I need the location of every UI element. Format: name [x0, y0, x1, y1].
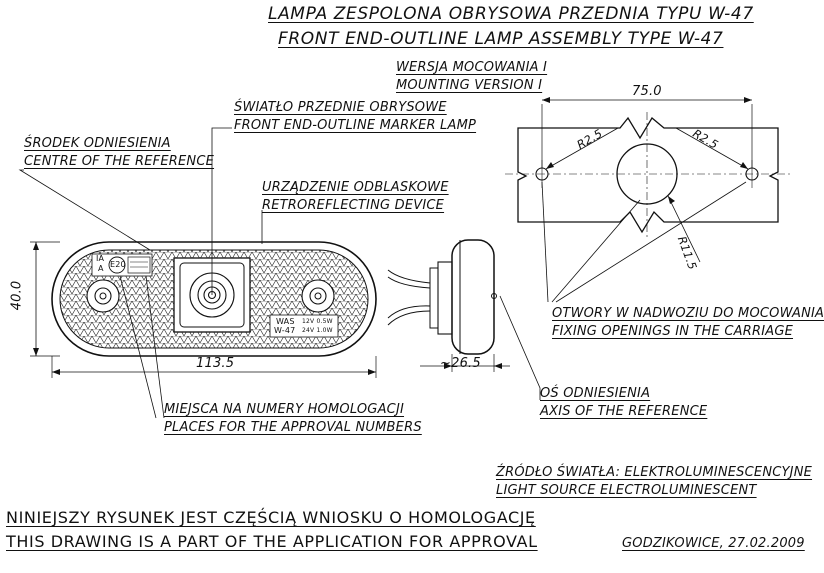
dim-width: 113.5	[196, 356, 235, 371]
lamp-side-view	[387, 239, 510, 372]
reference-axis-en: AXIS OF THE REFERENCE	[540, 404, 708, 419]
approval-places-en: PLACES FOR THE APPROVAL NUMBERS	[164, 420, 422, 435]
light-source-pl: ŹRÓDŁO ŚWIATŁA: ELEKTROLUMINESCENCYJNE	[496, 465, 813, 480]
statement-en: THIS DRAWING IS A PART OF THE APPLICATIO…	[6, 532, 538, 551]
dim-depth: ~26.5	[440, 356, 481, 371]
rating-24v: 24V 1.0W	[302, 327, 333, 334]
retroreflector-pl: URZĄDZENIE ODBLASKOWE	[262, 180, 449, 195]
title-pl: LAMPA ZESPOLONA OBRYSOWA PRZEDNIA TYPU W…	[268, 4, 754, 24]
marker-lamp-pl: ŚWIATŁO PRZEDNIE OBRYSOWE	[234, 100, 447, 115]
mark-e20: E20	[110, 260, 126, 269]
light-source-en: LIGHT SOURCE ELECTROLUMINESCENT	[496, 483, 757, 498]
mounting-plate	[505, 97, 790, 263]
reference-centre-pl: ŚRODEK ODNIESIENIA	[24, 136, 171, 151]
approval-places-pl: MIEJSCA NA NUMERY HOMOLOGACJI	[164, 402, 405, 417]
model-mark: W-47	[274, 326, 296, 335]
retroreflector-en: RETROREFLECTING DEVICE	[262, 198, 445, 213]
mark-ia: IA	[96, 254, 105, 263]
mounting-version-en: MOUNTING VERSION I	[396, 78, 543, 93]
reference-centre-en: CENTRE OF THE REFERENCE	[24, 154, 215, 169]
leader-lines	[18, 127, 747, 419]
dim-hole-spacing: 75.0	[632, 84, 662, 99]
dim-height: 40.0	[9, 280, 25, 311]
fixing-openings-pl: OTWORY W NADWOZIU DO MOCOWANIA	[552, 306, 824, 321]
mark-a: A	[98, 264, 104, 273]
brand-mark: WAS	[276, 317, 295, 326]
place-date: GODZIKOWICE, 27.02.2009	[622, 536, 805, 551]
reference-axis-pl: OŚ ODNIESIENIA	[540, 386, 651, 401]
fixing-openings-en: FIXING OPENINGS IN THE CARRIAGE	[552, 324, 794, 339]
technical-drawing	[18, 97, 790, 419]
marker-lamp-en: FRONT END-OUTLINE MARKER LAMP	[234, 118, 477, 133]
statement-pl: NINIEJSZY RYSUNEK JEST CZĘŚCIĄ WNIOSKU O…	[6, 508, 536, 527]
title-en: FRONT END-OUTLINE LAMP ASSEMBLY TYPE W-4…	[278, 29, 724, 49]
rating-12v: 12V 0.5W	[302, 318, 333, 325]
mounting-version-pl: WERSJA MOCOWANIA I	[396, 60, 548, 75]
